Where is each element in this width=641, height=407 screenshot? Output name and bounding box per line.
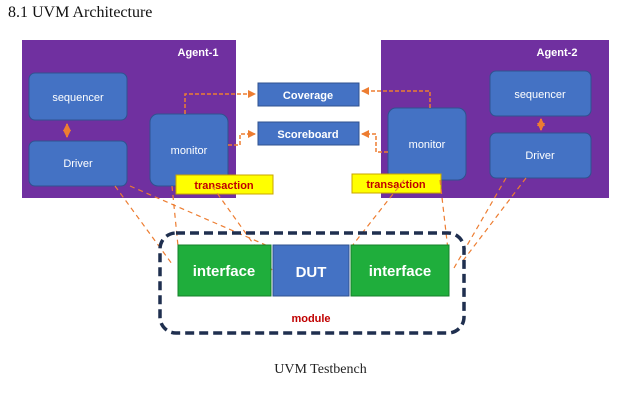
monitor2-scoreboard-arrow xyxy=(361,130,388,153)
monitor2-coverage-arrow xyxy=(361,87,431,108)
agent-1-sequencer xyxy=(28,72,128,121)
interface-right-label: interface xyxy=(369,263,432,280)
scoreboard-box xyxy=(257,121,360,146)
figure-caption: UVM Testbench xyxy=(274,362,367,377)
agent-2-sequencer xyxy=(489,70,592,117)
page-heading: 8.1 UVM Architecture xyxy=(8,4,153,21)
transaction-label-left xyxy=(175,174,274,195)
module-border xyxy=(158,231,466,335)
agent-1-title: Agent-1 xyxy=(178,47,219,59)
interface-left-box xyxy=(177,244,272,297)
connection-lines xyxy=(114,177,527,271)
agent-2-sequencer-label: sequencer xyxy=(514,89,566,101)
monitor1-scoreboard-arrow xyxy=(228,130,256,146)
driver1-dut-line xyxy=(129,185,269,247)
transaction-left-text: transaction xyxy=(194,180,254,192)
agent-1-driver-label: Driver xyxy=(63,158,93,170)
agent-1-sequencer-label: sequencer xyxy=(52,92,104,104)
agent-2: Agent-2 sequencer Driver monitor xyxy=(381,40,609,198)
agent-2-monitor-label: monitor xyxy=(409,139,446,151)
agent-2-title: Agent-2 xyxy=(537,47,578,59)
module-label: module xyxy=(291,313,330,325)
agent-1: Agent-1 sequencer Driver monitor xyxy=(22,40,236,198)
dut-box xyxy=(272,244,350,297)
agent-1-driver xyxy=(28,140,128,187)
coverage-label: Coverage xyxy=(283,90,333,102)
monitor1-coverage-arrow xyxy=(184,90,256,114)
dut-label: DUT xyxy=(296,264,327,281)
coverage-box xyxy=(257,82,360,107)
driver1-interface-line xyxy=(114,185,173,265)
transaction-right-text: transaction xyxy=(366,179,426,191)
interface-right-box xyxy=(350,244,450,297)
scoreboard-label: Scoreboard xyxy=(277,129,338,141)
interface-left-label: interface xyxy=(193,263,256,280)
monitor2-interface-line xyxy=(439,179,449,251)
monitor1-interface-line xyxy=(171,185,179,247)
agent-1-monitor-label: monitor xyxy=(171,145,208,157)
agent-2-driver xyxy=(489,132,592,179)
agent-2-driver-label: Driver xyxy=(525,150,555,162)
